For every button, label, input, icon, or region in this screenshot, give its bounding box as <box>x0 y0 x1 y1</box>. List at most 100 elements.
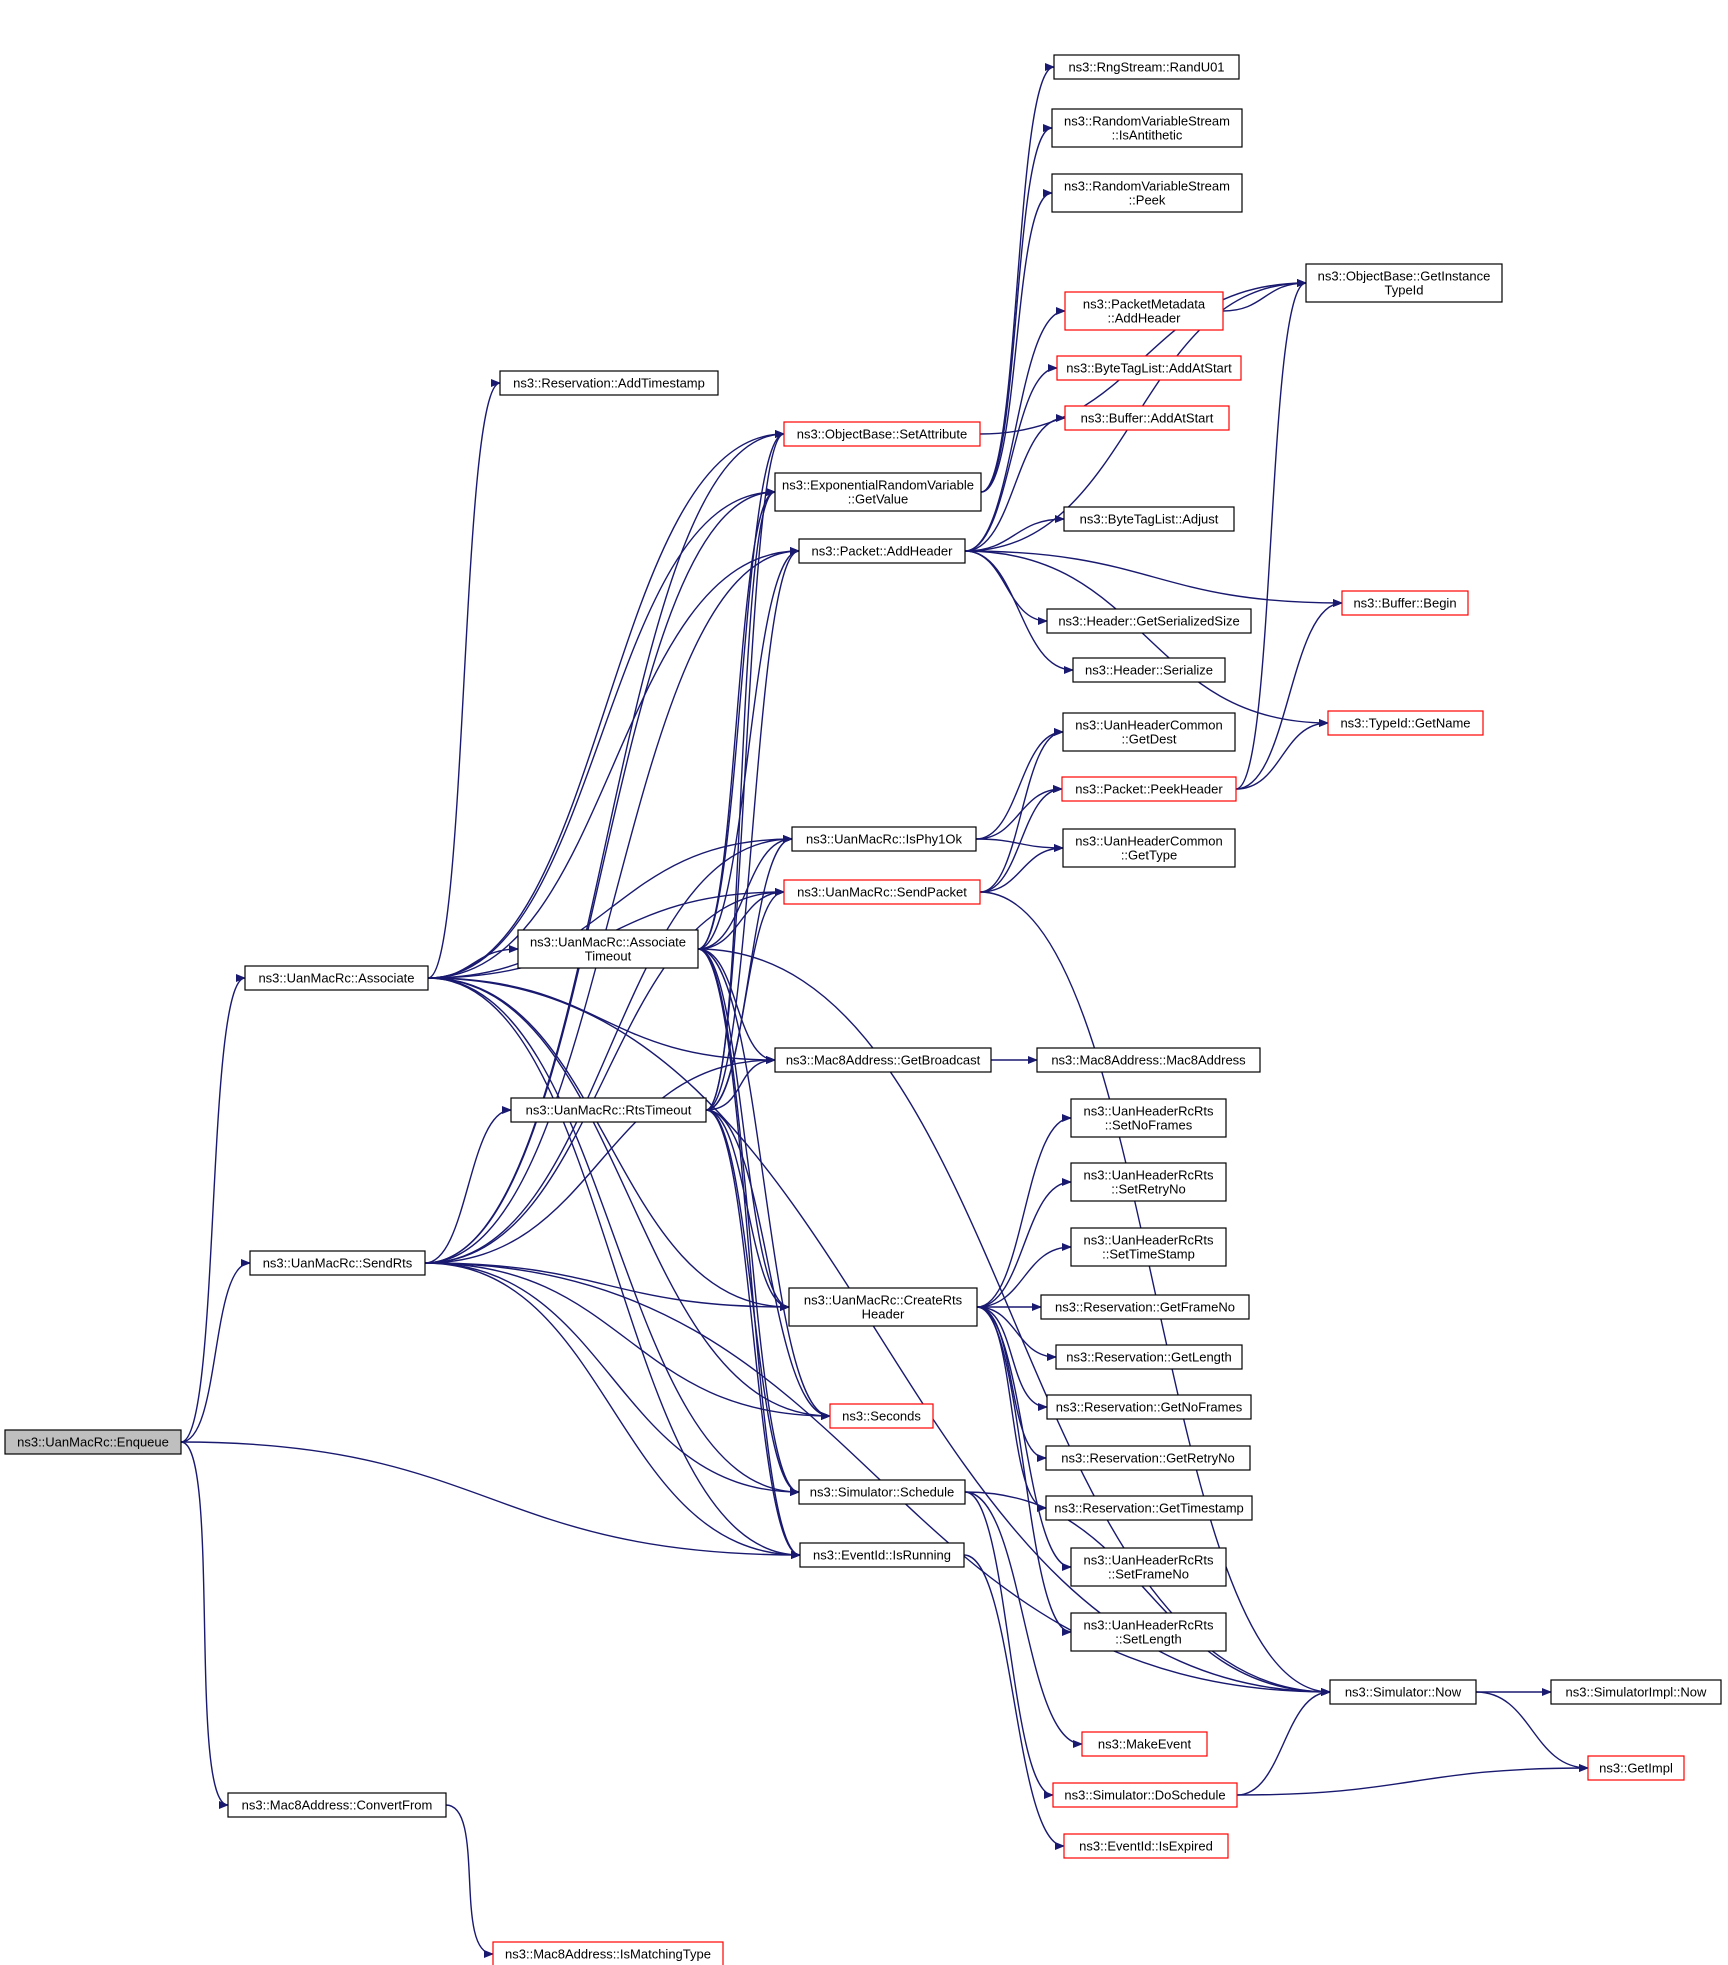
node-mac8address[interactable]: ns3::Mac8Address::Mac8Address <box>1036 1047 1261 1073</box>
edge-schedule-to-makeevent <box>964 1491 1083 1748</box>
node-setretryno[interactable]: ns3::UanHeaderRcRts::SetRetryNo <box>1070 1162 1227 1202</box>
edge-sendpacket-to-peekheader <box>979 785 1063 893</box>
edge-peekheader-to-getinstancetypeid <box>1235 279 1307 790</box>
node-serialize[interactable]: ns3::Header::Serialize <box>1072 657 1226 683</box>
edge-expgetvalue-to-isantithetic <box>980 124 1053 493</box>
node-getnoframes[interactable]: ns3::Reservation::GetNoFrames <box>1046 1394 1252 1420</box>
node-label: ::IsAntithetic <box>1112 128 1183 143</box>
node-box <box>4 1429 182 1455</box>
edge-schedule-to-simnow <box>964 1491 1331 1696</box>
node-label: ns3::UanMacRc::SendPacket <box>797 885 967 900</box>
node-bufbegin[interactable]: ns3::Buffer::Begin <box>1341 590 1469 616</box>
node-ismatchingtype[interactable]: ns3::Mac8Address::IsMatchingType <box>492 1941 724 1965</box>
node-label: ns3::EventId::IsRunning <box>813 1548 951 1563</box>
node-isantithetic[interactable]: ns3::RandomVariableStream::IsAntithetic <box>1051 108 1243 148</box>
edge-sendrts-to-simnow <box>424 1262 1331 1696</box>
edge-packetaddheader-to-btladjust <box>964 515 1065 552</box>
node-isphy1ok[interactable]: ns3::UanMacRc::IsPhy1Ok <box>791 826 977 852</box>
node-isexpired[interactable]: ns3::EventId::IsExpired <box>1063 1833 1229 1859</box>
node-label: ns3::Seconds <box>842 1409 921 1424</box>
node-makeevent[interactable]: ns3::MakeEvent <box>1081 1731 1208 1757</box>
edge-creatrtsheader-to-gettimestamp <box>976 1306 1047 1512</box>
node-label: ::GetDest <box>1122 732 1177 747</box>
node-label: ::GetValue <box>848 492 908 507</box>
node-label: ns3::UanMacRc::SendRts <box>263 1256 413 1271</box>
node-label: Timeout <box>585 949 632 964</box>
node-box <box>1305 263 1503 303</box>
node-getbroadcast[interactable]: ns3::Mac8Address::GetBroadcast <box>774 1047 992 1073</box>
node-sendrts[interactable]: ns3::UanMacRc::SendRts <box>249 1250 426 1276</box>
node-setlength[interactable]: ns3::UanHeaderRcRts::SetLength <box>1070 1612 1227 1652</box>
node-box <box>1053 54 1240 80</box>
node-setattribute[interactable]: ns3::ObjectBase::SetAttribute <box>783 421 981 447</box>
edge-associate-to-associatetimeout <box>427 945 519 979</box>
node-seconds[interactable]: ns3::Seconds <box>829 1403 934 1429</box>
node-label: ns3::RandomVariableStream <box>1064 114 1230 129</box>
node-addtimestamp[interactable]: ns3::Reservation::AddTimestamp <box>499 370 719 396</box>
node-btladjust[interactable]: ns3::ByteTagList::Adjust <box>1063 506 1235 532</box>
node-settimestamp[interactable]: ns3::UanHeaderRcRts::SetTimeStamp <box>1070 1227 1227 1267</box>
edge-isrunning-to-isexpired <box>963 1554 1065 1850</box>
node-label: ns3::Reservation::GetTimestamp <box>1054 1501 1244 1516</box>
edge-associatetimeout-to-expgetvalue <box>697 488 776 950</box>
edge-sendrts-to-isrunning <box>424 1262 801 1559</box>
node-getretryno[interactable]: ns3::Reservation::GetRetryNo <box>1045 1445 1251 1471</box>
node-enqueue[interactable]: ns3::UanMacRc::Enqueue <box>4 1429 182 1455</box>
node-btladdatstart[interactable]: ns3::ByteTagList::AddAtStart <box>1056 355 1242 381</box>
node-isrunning[interactable]: ns3::EventId::IsRunning <box>799 1542 965 1568</box>
node-box <box>1341 590 1469 616</box>
node-label: ns3::UanMacRc::Associate <box>258 971 414 986</box>
node-label: ns3::UanMacRc::IsPhy1Ok <box>806 832 963 847</box>
edge-isphy1ok-to-peekheader <box>975 785 1063 840</box>
node-box <box>1051 173 1243 213</box>
node-associate[interactable]: ns3::UanMacRc::Associate <box>244 965 429 991</box>
node-label: ns3::UanMacRc::Associate <box>530 935 686 950</box>
node-doschedule[interactable]: ns3::Simulator::DoSchedule <box>1052 1782 1238 1808</box>
edge-sendrts-to-packetaddheader <box>424 547 800 1264</box>
node-simnow[interactable]: ns3::Simulator::Now <box>1329 1679 1477 1705</box>
node-getframeno[interactable]: ns3::Reservation::GetFrameNo <box>1040 1294 1250 1320</box>
node-label: ::SetNoFrames <box>1105 1118 1193 1133</box>
node-getimpl[interactable]: ns3::GetImpl <box>1587 1755 1685 1781</box>
node-box <box>244 965 429 991</box>
node-box <box>510 1097 707 1123</box>
edge-associatetimeout-to-sendpacket <box>697 888 785 950</box>
node-label: ns3::RandomVariableStream <box>1064 179 1230 194</box>
node-convertfrom[interactable]: ns3::Mac8Address::ConvertFrom <box>227 1792 447 1818</box>
node-expgetvalue[interactable]: ns3::ExponentialRandomVariable::GetValue <box>774 472 982 512</box>
edge-sendrts-to-sendpacket <box>424 888 785 1264</box>
edge-peekheader-to-getname <box>1235 719 1329 790</box>
node-randu01[interactable]: ns3::RngStream::RandU01 <box>1053 54 1240 80</box>
node-label: ns3::ByteTagList::Adjust <box>1080 512 1219 527</box>
node-bufaddatstart[interactable]: ns3::Buffer::AddAtStart <box>1064 405 1230 431</box>
node-label: ns3::Buffer::Begin <box>1353 596 1456 611</box>
node-getdest[interactable]: ns3::UanHeaderCommon::GetDest <box>1062 712 1236 752</box>
node-box <box>1040 1294 1250 1320</box>
node-peekheader[interactable]: ns3::Packet::PeekHeader <box>1061 776 1237 802</box>
edge-sendrts-to-creatrtsheader <box>424 1262 790 1311</box>
node-getname[interactable]: ns3::TypeId::GetName <box>1327 710 1484 736</box>
node-packetaddheader[interactable]: ns3::Packet::AddHeader <box>798 538 966 564</box>
edge-rtstimeout-to-isrunning <box>705 1109 801 1559</box>
node-sendpacket[interactable]: ns3::UanMacRc::SendPacket <box>783 879 981 905</box>
node-pmaddheader[interactable]: ns3::PacketMetadata::AddHeader <box>1064 291 1224 331</box>
node-setnoframes[interactable]: ns3::UanHeaderRcRts::SetNoFrames <box>1070 1098 1227 1138</box>
node-rtstimeout[interactable]: ns3::UanMacRc::RtsTimeout <box>510 1097 707 1123</box>
node-getlength[interactable]: ns3::Reservation::GetLength <box>1055 1344 1243 1370</box>
edge-associatetimeout-to-seconds <box>697 948 831 1420</box>
node-getserializedsize[interactable]: ns3::Header::GetSerializedSize <box>1046 608 1252 634</box>
node-schedule[interactable]: ns3::Simulator::Schedule <box>798 1479 966 1505</box>
node-simimplnow[interactable]: ns3::SimulatorImpl::Now <box>1550 1679 1722 1705</box>
node-gettimestamp[interactable]: ns3::Reservation::GetTimestamp <box>1045 1495 1253 1521</box>
node-peek[interactable]: ns3::RandomVariableStream::Peek <box>1051 173 1243 213</box>
edge-enqueue-to-isrunning <box>180 1441 801 1559</box>
edge-enqueue-to-convertfrom <box>180 1441 229 1809</box>
edge-associate-to-setattribute <box>427 430 785 979</box>
edge-creatrtsheader-to-setframeno <box>976 1306 1072 1571</box>
node-setframeno[interactable]: ns3::UanHeaderRcRts::SetFrameNo <box>1070 1547 1227 1587</box>
node-box <box>1587 1755 1685 1781</box>
node-gettype[interactable]: ns3::UanHeaderCommon::GetType <box>1062 828 1236 868</box>
